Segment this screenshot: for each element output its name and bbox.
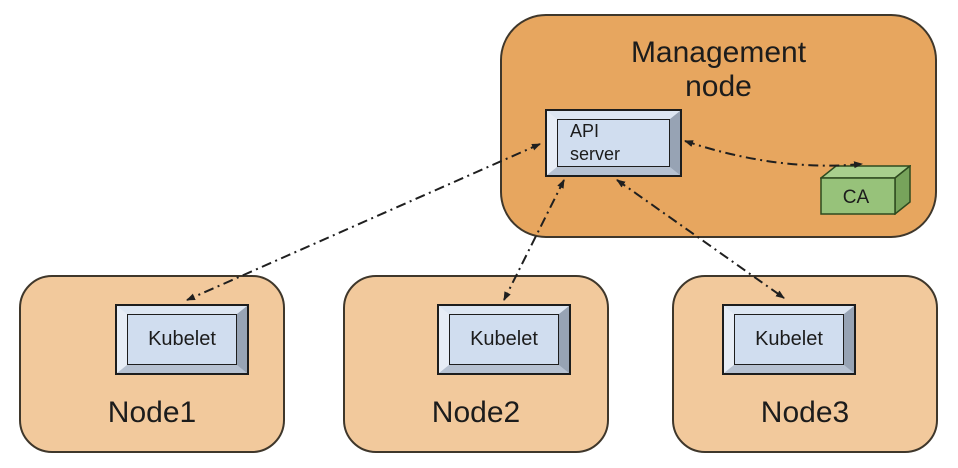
management-node-box: Management node API server CA [500, 14, 937, 238]
worker-node-2-box: Kubelet Node2 [343, 275, 609, 453]
kubelet-bevel [724, 306, 854, 373]
kubelet-bevel [117, 306, 247, 373]
worker-node-1-box: Kubelet Node1 [19, 275, 285, 453]
api-server-label: API server [557, 119, 670, 167]
ca-box: CA [820, 165, 911, 215]
api-server-bevel [547, 111, 680, 175]
kubelet-box-node3: Kubelet [722, 304, 856, 375]
kubelet-bevel [439, 306, 569, 373]
ca-label: CA [843, 187, 870, 208]
worker-node-3-box: Kubelet Node3 [672, 275, 938, 453]
kubelet-label: Kubelet [449, 314, 559, 365]
api-server-box: API server [545, 109, 682, 177]
kubelet-box-node1: Kubelet [115, 304, 249, 375]
worker-node-3-label: Node3 [760, 396, 850, 429]
kubelet-label: Kubelet [734, 314, 844, 365]
management-node-title: Management node [630, 36, 807, 103]
worker-node-1-label: Node1 [107, 396, 197, 429]
kubelet-label: Kubelet [127, 314, 237, 365]
worker-node-2-label: Node2 [431, 396, 521, 429]
ca-front-face [820, 177, 896, 215]
kubelet-box-node2: Kubelet [437, 304, 571, 375]
